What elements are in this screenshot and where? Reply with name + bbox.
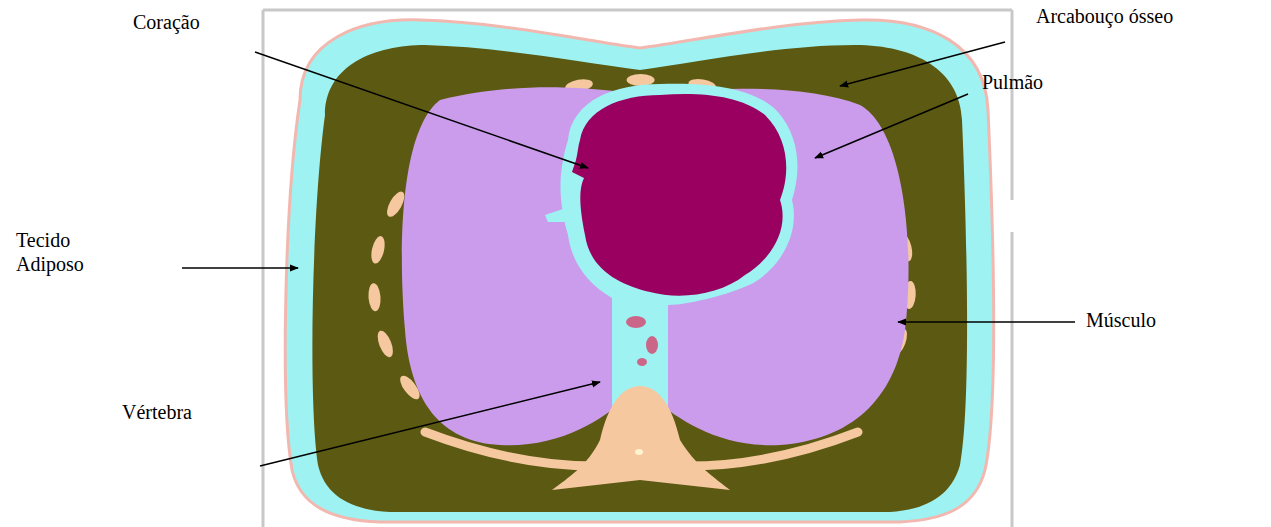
frame-line (1011, 10, 1014, 200)
leader-arrow (840, 42, 1005, 86)
frame-line (1011, 232, 1014, 527)
mediastinum-extension (545, 205, 580, 222)
leader-arrow (815, 94, 968, 158)
rib (369, 235, 387, 265)
tissue-label: Tecido Adiposo (16, 228, 104, 276)
vessel (637, 358, 647, 366)
leader-arrow (255, 52, 588, 168)
tissue-label: Músculo (1086, 308, 1156, 332)
leader-arrow (260, 382, 600, 466)
organ-label: Pulmão (982, 70, 1043, 94)
rib (627, 74, 655, 86)
image-frame (263, 10, 1012, 527)
leader-arrow (182, 267, 298, 269)
structure-label: Arcabouço ósseo (1036, 4, 1173, 28)
mediastinum (561, 84, 798, 420)
organ-label: Coração (133, 10, 200, 34)
leader-arrows (182, 42, 1075, 466)
structure-label: Vértebra (122, 400, 192, 424)
leader-arrow (898, 321, 1075, 323)
adipose-tissue (285, 20, 993, 522)
vessel (626, 316, 646, 328)
frame-line (263, 9, 1012, 12)
muscle-layer (312, 45, 967, 512)
vertebra (552, 386, 730, 490)
rib (367, 283, 381, 312)
spinal-canal (635, 449, 643, 455)
heart (572, 94, 786, 296)
rib (375, 329, 396, 359)
vessel (646, 336, 658, 354)
